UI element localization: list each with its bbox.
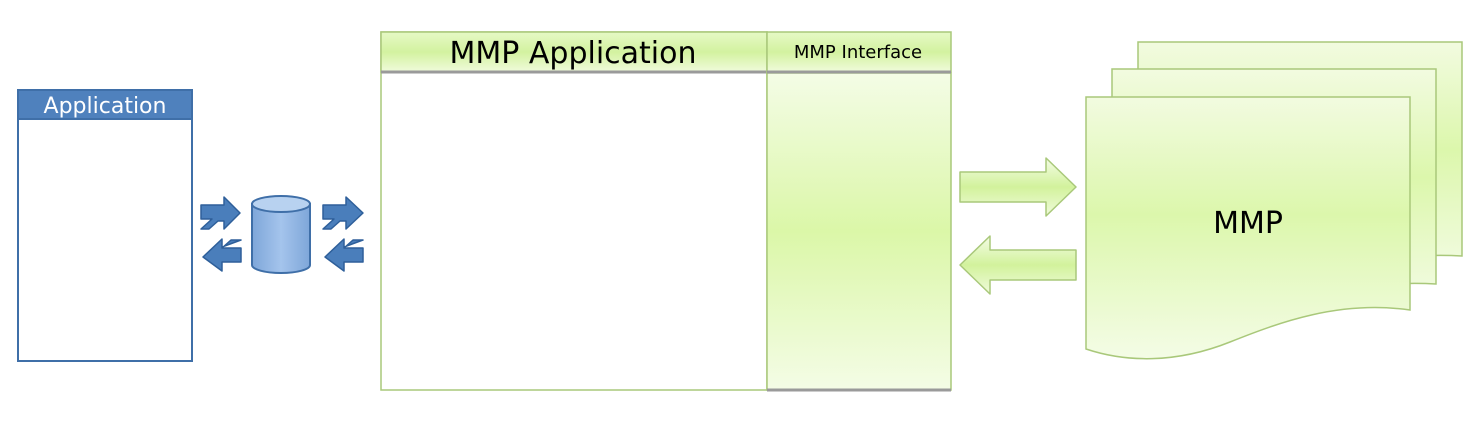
arrow-right-icon xyxy=(959,157,1077,217)
mmp-interface-body xyxy=(766,72,952,391)
application-box: Application xyxy=(17,89,193,362)
application-box-header xyxy=(17,89,193,120)
mmp-interface-label: MMP Interface xyxy=(794,42,922,63)
mmp-interface-header xyxy=(766,31,952,73)
mmp-application-label: MMP Application xyxy=(449,36,696,71)
exchange-arrows-icon xyxy=(200,196,242,272)
application-label: Application xyxy=(44,94,167,119)
mmp-application-header xyxy=(380,31,768,73)
arrow-left-icon xyxy=(959,235,1077,295)
document-stack-icon: MMP xyxy=(1085,41,1463,360)
application-box-body xyxy=(17,89,193,362)
exchange-arrows-icon xyxy=(322,196,364,272)
mmp-label: MMP xyxy=(1213,206,1283,241)
mmp-application-body xyxy=(380,31,768,391)
mmp-document-front xyxy=(1085,96,1411,360)
mmp-interface-column: MMP Interface xyxy=(766,31,952,392)
database-cylinder-icon xyxy=(251,195,311,274)
